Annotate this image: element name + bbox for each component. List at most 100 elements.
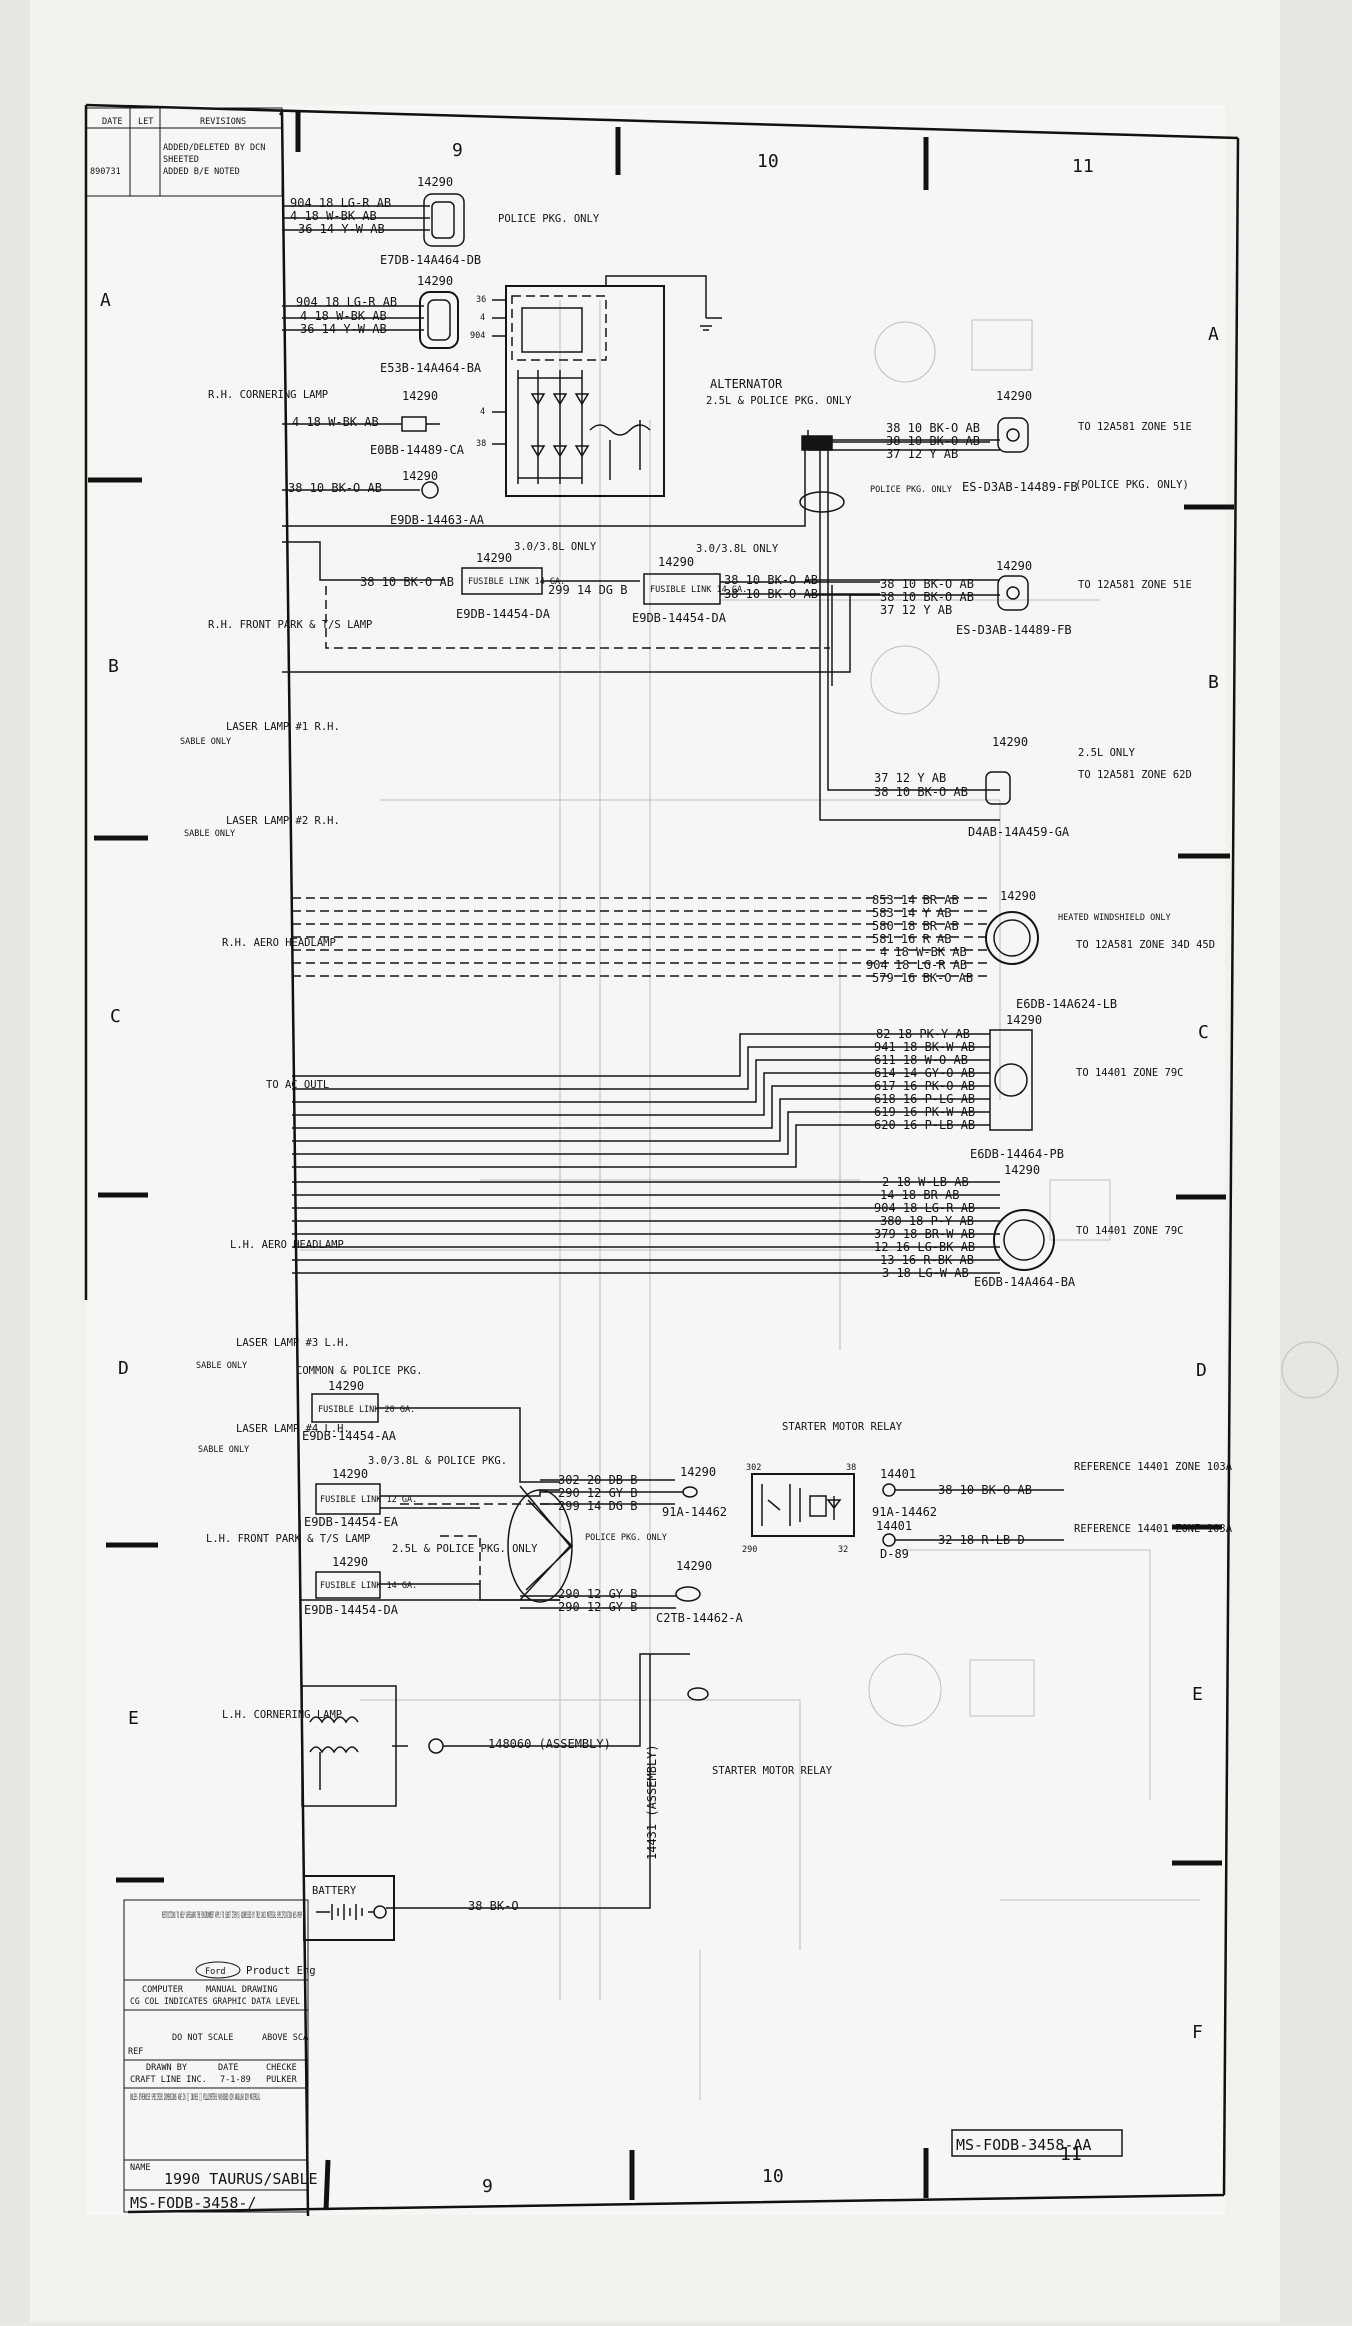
diagram-label: D-89 (880, 1547, 909, 1561)
diagram-label: 611 18 W-O AB (874, 1053, 968, 1067)
diagram-label: 299 14 DG B (548, 583, 627, 597)
battery: BATTERY 38 BK-O (303, 1654, 651, 1941)
diagram-label: REF (128, 2047, 143, 2057)
diagram-label: TO 14401 ZONE 79C (1076, 1225, 1183, 1237)
connector-c2tb-14462-a: 14290 290 12 GY B 290 12 GY B C2TB-14462… (520, 1559, 743, 1625)
diagram-label: E9DB-14454-DA (304, 1603, 399, 1617)
diagram-label: 2.5L & POLICE PKG. ONLY (706, 395, 852, 407)
diagram-label: 617 16 PK-O AB (874, 1079, 975, 1093)
diagram-label: ABOVE SCA (262, 2033, 308, 2043)
diagram-label: TO 12A581 ZONE 51E (1078, 579, 1192, 591)
row-label-a-right: A (1208, 324, 1219, 345)
row-label-f-right: F (1192, 2022, 1203, 2043)
fusible-link-e9db-14454-da-3: 2.5L & POLICE PKG. ONLY 14290 FUSIBLE LI… (304, 1535, 560, 1617)
connector-e53b-14a464-ba: 14290 904 18 LG-R AB 4 18 W-BK AB 36 14 … (282, 274, 482, 375)
diagram-label: 620 16 P-LB AB (874, 1118, 975, 1132)
diagram-label: E9DB-14454-AA (302, 1429, 397, 1443)
row-label-a: A (100, 290, 111, 311)
col-label-9-bottom: 9 (482, 2176, 493, 2197)
diagram-label: 4 (480, 313, 485, 323)
diagram-label: 14290 (476, 551, 512, 565)
diagram-label: 14290 (402, 389, 438, 403)
diagram-label: ADDED B/E NOTED (163, 167, 240, 177)
diagram-label: 38 10 BK-O AB (880, 590, 974, 604)
alternator-title: ALTERNATOR (710, 377, 783, 391)
title-block: RESTRICTIONS TO HELP SAFEGUARD THE ENVIR… (123, 1899, 1123, 2213)
starter-motor-relay-label-2: STARTER MOTOR RELAY (712, 1765, 833, 1777)
diagram-label: 38 10 BK-O AB (938, 1483, 1032, 1497)
diagram-label: 380 18 P-Y AB (880, 1214, 974, 1228)
diagram-label: Product Eng (246, 1965, 316, 1977)
laser-4-sable-note: SABLE ONLY (198, 1445, 249, 1455)
revisions-block: DATE LET REVISIONS 890731 ADDED/DELETED … (85, 107, 283, 197)
diagram-label: 7-1-89 (220, 2075, 251, 2085)
laser-2-sable-note: SABLE ONLY (184, 829, 235, 839)
diagram-label: 37 12 Y AB (874, 771, 946, 785)
diagram-label: 3.0/3.8L & POLICE PKG. (368, 1455, 507, 1467)
row-label-c: C (110, 1006, 121, 1027)
diagram-label: DO NOT SCALE (172, 2033, 233, 2043)
diagram-label: E0BB-14489-CA (370, 443, 465, 457)
diagram-label: 38 10 BK-O AB (880, 577, 974, 591)
diagram-label: (POLICE PKG. ONLY) (1075, 479, 1189, 491)
diagram-label: 904 18 LG-R AB (296, 295, 397, 309)
revision-date: 890731 (90, 167, 121, 177)
lh-aero-headlamp-label: L.H. AERO HEADLAMP (230, 1239, 344, 1251)
diagram-label: 38 10 BK-O AB (886, 421, 980, 435)
diagram-label: DATE (102, 117, 122, 127)
laser-lamp-4-label: LASER LAMP #4 L.H. (236, 1423, 350, 1435)
diagram-label: 4 18 W-BK AB (300, 309, 387, 323)
diagram-label: 4 18 W-BK AB (290, 209, 377, 223)
ring-terminal-e9db-14463-aa: 14290 38 10 BK-O AB E9DB-14463-AA (282, 469, 485, 527)
diagram-label: E9DB-14454-DA (632, 611, 727, 625)
diagram-label: 583 14 Y AB (872, 906, 951, 920)
diagram-label: C2TB-14462-A (656, 1611, 743, 1625)
diagram-label: 14401 (876, 1519, 912, 1533)
diagram-label: E9DB-14454-DA (456, 607, 551, 621)
diagram-label: 14290 (992, 735, 1028, 749)
laser-1-sable-note: SABLE ONLY (180, 737, 231, 747)
diagram-label: 14290 (1004, 1163, 1040, 1177)
diagram-label: 148060 (ASSEMBLY) (488, 1737, 611, 1751)
diagram-label: E9DB-14454-EA (304, 1515, 399, 1529)
diagram-label: POLICE PKG. ONLY (585, 1533, 667, 1543)
diagram-label: HEATED WINDSHIELD ONLY (1058, 913, 1171, 923)
diagram-label: POLICE PKG. ONLY (498, 213, 600, 225)
drawing-title: 1990 TAURUS/SABLE (164, 2170, 318, 2188)
diagram-label: CG COL INDICATES GRAPHIC DATA LEVEL (130, 1997, 300, 2007)
diagram-label: 37 12 Y AB (886, 447, 958, 461)
part-number: MS-FODB-3458-/ (130, 2194, 256, 2212)
diagram-label: 38 (476, 439, 486, 449)
starter-motor-relay: STARTER MOTOR RELAY 302 38 290 32 (742, 1421, 903, 1555)
row-label-b-right: B (1208, 672, 1219, 693)
diagram-label: 4 18 W-BK AB (880, 945, 967, 959)
diagram-label: E53B-14A464-BA (380, 361, 482, 375)
diagram-label: 3.0/3.8L ONLY (514, 541, 597, 553)
drawing-area (86, 105, 1225, 2215)
diagram-label: 38 10 BK-O AB (360, 575, 454, 589)
diagram-label: 941 18 BK-W AB (874, 1040, 975, 1054)
diagram-label: 14290 (676, 1559, 712, 1573)
diagram-label: ADDED/DELETED BY DCN (163, 143, 265, 153)
grid-labels: 9 10 11 9 10 11 A B C D E A B C D E F (100, 140, 1219, 2197)
diagram-label: 14290 (402, 469, 438, 483)
diagram-label: TO 12A581 ZONE 51E (1078, 421, 1192, 433)
diagram-label: 91A-14462 (662, 1505, 727, 1519)
border (84, 103, 1240, 2217)
diagram-label: 853 14 BR AB (872, 893, 959, 907)
diagram-label: 82 18 PK-Y AB (876, 1027, 970, 1041)
lh-cornering-lamp-label: L.H. CORNERING LAMP (222, 1709, 342, 1721)
diagram-label: FUSIBLE LINK 12 GA. (320, 1495, 417, 1505)
diagram-label: 14290 (996, 559, 1032, 573)
diagram-label: 618 16 P-LG AB (874, 1092, 975, 1106)
diagram-label: 302 20 DB B (558, 1473, 637, 1487)
col-label-10-bottom: 10 (762, 2166, 784, 2187)
laser-3-sable-note: SABLE ONLY (196, 1361, 247, 1371)
diagram-label: DATE (218, 2063, 238, 2073)
laser-lamp-2-label: LASER LAMP #2 R.H. (226, 815, 340, 827)
diagram-label: 38 10 BK-O AB (724, 587, 818, 601)
diagram-label: DRAWN BY (146, 2063, 187, 2073)
diagram-label: 2 18 W-LB AB (882, 1175, 969, 1189)
diagram-label: 290 (742, 1545, 757, 1555)
diagram-label: 38 10 BK-O AB (874, 785, 968, 799)
